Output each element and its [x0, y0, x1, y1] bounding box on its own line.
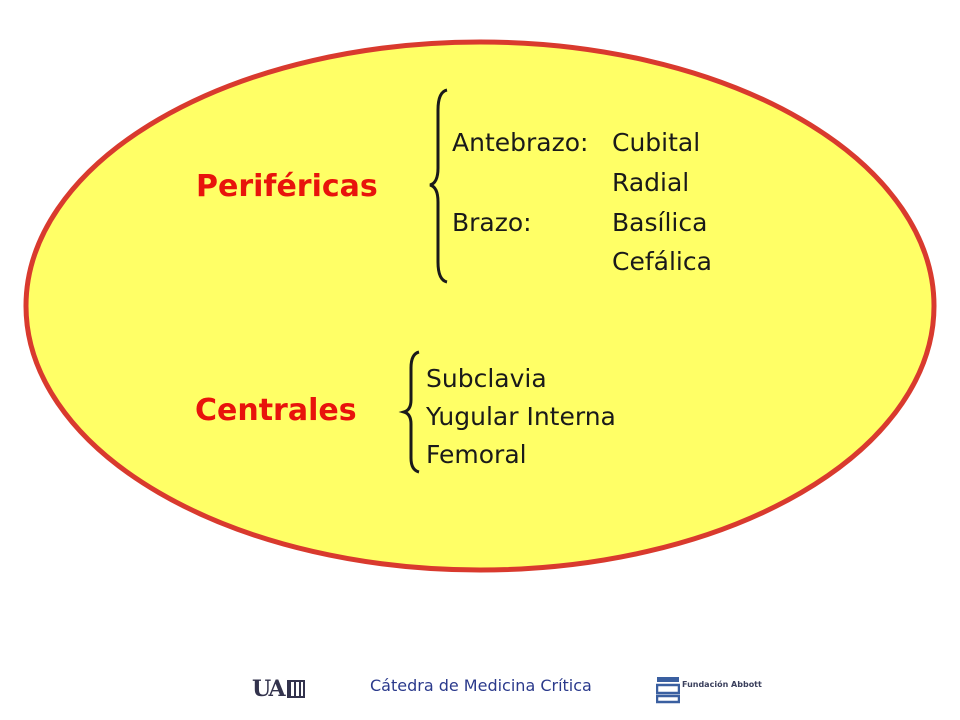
vein-femoral: Femoral — [426, 440, 527, 469]
vein-cefalica: Cefálica — [612, 247, 712, 276]
abbott-logo-text: Fundación Abbott — [682, 680, 762, 689]
uam-logo-text: UA — [252, 676, 286, 702]
vein-radial: Radial — [612, 168, 690, 197]
label-antebrazo: Antebrazo: — [452, 128, 589, 157]
vein-basilica: Basílica — [612, 208, 708, 237]
brace-perifericas — [429, 88, 448, 284]
vein-yugular-interna: Yugular Interna — [426, 402, 616, 431]
vein-cubital: Cubital — [612, 128, 701, 157]
heading-perifericas: Periféricas — [196, 169, 378, 204]
vein-subclavia: Subclavia — [426, 364, 547, 393]
label-brazo: Brazo: — [452, 208, 532, 237]
uam-logo-mark — [286, 680, 305, 698]
heading-centrales: Centrales — [195, 393, 357, 428]
yellow-ellipse — [23, 39, 937, 573]
footer-title: Cátedra de Medicina Crítica — [370, 676, 592, 695]
uam-logo: UA — [252, 676, 305, 702]
brace-centrales — [398, 350, 420, 474]
abbott-logo-icon — [656, 677, 680, 704]
